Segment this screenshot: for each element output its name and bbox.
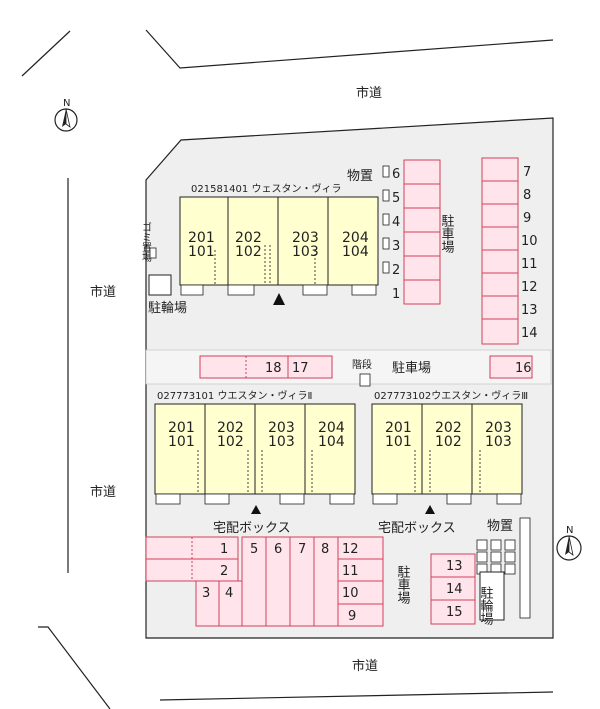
road-label-left-lower: 市道 [90,484,116,500]
villa1-unit-3-lower: 103 [292,244,319,260]
villa3-unit-1-upper: 201 [385,420,412,436]
parking-upper-right-14: 14 [521,326,538,341]
parking-upper-mid-2: 2 [392,263,400,278]
parking-lower-3: 3 [202,586,210,601]
parking-middle-row: 18 17 16 [199,355,533,379]
parking-lower-6: 6 [274,542,282,557]
parking-lower-12: 12 [342,542,359,557]
bicycle-parking-2-label: 駐輪場 [478,586,494,625]
villa2-unit-1-upper: 201 [168,420,195,436]
road-edge-top-outer [145,29,554,69]
road-edge-bottom-outer [38,626,111,709]
villa1-unit-4-upper: 204 [342,230,369,246]
parking-lower-labels: 1 2 3 4 5 6 7 8 12 11 10 9 13 14 15 [202,542,463,624]
parking-middle-17: 17 [292,361,309,376]
storage-2-label: 物置 [487,519,513,534]
parking-lower-14: 14 [446,582,463,597]
road-label-left-upper: 市道 [90,284,116,300]
villa3-unit-3-lower: 103 [485,434,512,450]
building-villa2-label: 027773101 ウエスタン・ヴィラⅡ [157,389,312,402]
villa3-unit-2-lower: 102 [435,434,462,450]
villa2-unit-3-upper: 203 [268,420,295,436]
entrance-arrow-icon [425,505,435,514]
stairs-label: 階段 [352,358,372,371]
entrance-arrow-icon [251,505,261,514]
road-edges [21,29,554,709]
parking-lower-8: 8 [321,542,329,557]
parking-lower-11: 11 [342,564,359,579]
villa1-unit-1-lower: 101 [188,244,215,260]
parking-2-label: 駐車場 [392,361,431,376]
villa2-unit-3-lower: 103 [268,434,295,450]
parking-upper-right-10: 10 [521,234,538,249]
parking-lower-1: 1 [220,542,228,557]
parking-upper-right-7: 7 [523,165,531,180]
parking-lower-5: 5 [250,542,258,557]
bicycle-racks-2 [476,517,531,619]
bicycle-rack-1 [148,274,172,296]
parking-upper-mid: 6 5 4 3 2 1 [392,159,441,305]
storage-1-boxes [382,165,390,274]
north-mark-bottom: N [566,525,573,536]
parking-upper-mid-3: 3 [392,239,400,254]
parking-upper-right-8: 8 [523,188,531,203]
road-label-bottom: 市道 [352,658,378,674]
villa2-unit-2-upper: 202 [217,420,244,436]
gomi-box [149,247,157,259]
villa2-unit-2-lower: 102 [217,434,244,450]
road-edge-bottom-lower [159,691,554,701]
villa3-unit-3-upper: 203 [485,420,512,436]
parking-lower-15: 15 [446,605,463,620]
entrance-arrow-icon [273,293,285,305]
parking-lower-13: 13 [446,559,463,574]
north-mark-top: N [63,98,70,109]
parking-3-label: 駐車場 [395,565,411,604]
villa2-unit-1-lower: 101 [168,434,195,450]
stairs-box [359,373,371,387]
parking-upper-right: 7 8 9 10 11 12 13 14 [481,157,538,345]
villa2-unit-4-upper: 204 [318,420,345,436]
bicycle-shed-2 [479,571,505,621]
parking-upper-mid-6: 6 [392,167,400,182]
parking-lower [145,536,476,627]
storage-1-label: 物置 [347,169,373,184]
parking-lower-4: 4 [225,586,233,601]
parking-upper-right-9: 9 [523,211,531,226]
parking-1-label: 駐車場 [439,214,455,253]
delivery-box-2-label: 宅配ボックス [378,521,456,536]
building-villa1: 021581401 ウェスタン・ヴィラ 201 101 202 102 203 … [179,182,379,305]
parking-upper-right-11: 11 [521,257,538,272]
villa2-unit-4-lower: 104 [318,434,345,450]
parking-upper-mid-1: 1 [392,287,400,302]
north-arrow-bottom-icon: N [556,525,582,561]
gomi-oki-ba-label: ゴミ置場 [140,221,152,263]
parking-lower-9: 9 [348,609,356,624]
villa1-unit-2-upper: 202 [235,230,262,246]
bicycle-parking-1-label: 駐輪場 [148,300,187,316]
parking-upper-mid-4: 4 [392,215,400,230]
delivery-box-1-label: 宅配ボックス [213,521,291,536]
road-label-top: 市道 [356,85,382,101]
north-arrow-top-icon: N [54,98,78,132]
villa3-unit-2-upper: 202 [435,420,462,436]
villa1-unit-1-upper: 201 [188,230,215,246]
parking-upper-right-12: 12 [521,280,538,295]
building-villa2: 027773101 ウエスタン・ヴィラⅡ 201 101 202 102 203… [154,389,356,505]
villa3-unit-1-lower: 101 [385,434,412,450]
villa1-unit-3-upper: 203 [292,230,319,246]
parking-middle-18: 18 [265,361,282,376]
parking-upper-mid-5: 5 [392,191,400,206]
building-villa3-label: 027773102ウエスタン・ヴィラⅢ [374,389,528,402]
building-villa3: 027773102ウエスタン・ヴィラⅢ 201 101 202 102 203 … [371,389,528,505]
building-villa1-label: 021581401 ウェスタン・ヴィラ [191,182,341,195]
road-edge-top-diagonal [21,30,71,77]
villa1-unit-2-lower: 102 [235,244,262,260]
parking-lower-7: 7 [298,542,306,557]
parking-lower-2: 2 [220,564,228,579]
villa1-unit-4-lower: 104 [342,244,369,260]
parking-upper-right-13: 13 [521,303,538,318]
parking-lower-10: 10 [342,586,359,601]
parking-middle-16: 16 [515,361,532,376]
